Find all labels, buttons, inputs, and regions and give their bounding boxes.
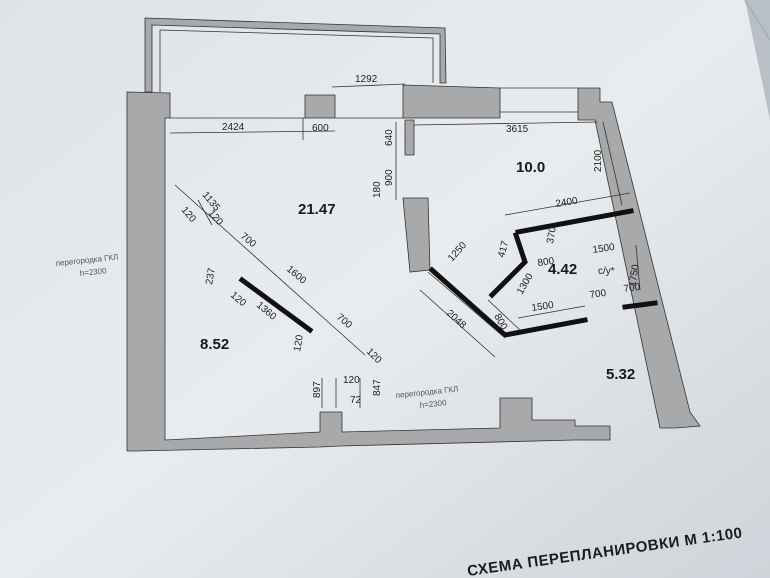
dim-847: 847 [372,379,383,396]
dim-897: 897 [312,381,323,398]
dim-640: 640 [384,129,395,146]
dimension-lines [169,83,641,408]
dim-370: 370 [545,226,559,245]
dim-700-b: 700 [589,288,607,301]
partition-note-bottom-2: h=2300 [419,398,447,410]
dim-1500-b: 1500 [531,300,555,314]
dim-900: 900 [384,169,395,186]
new-partition-upper [515,208,634,235]
new-partition-bathroom [428,266,588,338]
dim-2100: 2100 [593,149,604,172]
gkl-partition [238,276,314,334]
dim-1500-a: 1500 [592,242,616,256]
dim-417: 417 [496,239,511,258]
dim-237: 237 [204,267,218,286]
area-small: 4.42 [548,261,577,278]
outer-walls [126,84,701,452]
dim-700-c: 700 [623,282,641,295]
dim-120-d: 120 [292,334,306,353]
area-main: 21.47 [298,201,336,218]
dim-3615: 3615 [506,124,529,135]
dim-72: 72 [350,395,362,406]
dim-120-f: 120 [343,375,360,386]
dim-600: 600 [312,123,329,134]
area-left: 8.52 [200,336,229,353]
inner-walls [238,119,658,339]
dim-1750: 1750 [627,263,642,287]
area-bottom-right: 5.32 [606,366,635,383]
balcony [144,17,447,93]
dim-1292: 1292 [355,74,378,85]
area-top-right: 10.0 [516,159,545,176]
dim-180: 180 [372,181,383,198]
bathroom-label: с/у* [598,266,615,277]
dim-800-a: 800 [537,256,555,269]
new-partition-stub [622,300,658,310]
dim-2400: 2400 [555,196,579,210]
paper-edge [744,0,770,41]
partition-note-left-2: h=2300 [79,266,107,278]
new-partition-left [488,231,528,299]
dim-2424: 2424 [222,122,245,133]
